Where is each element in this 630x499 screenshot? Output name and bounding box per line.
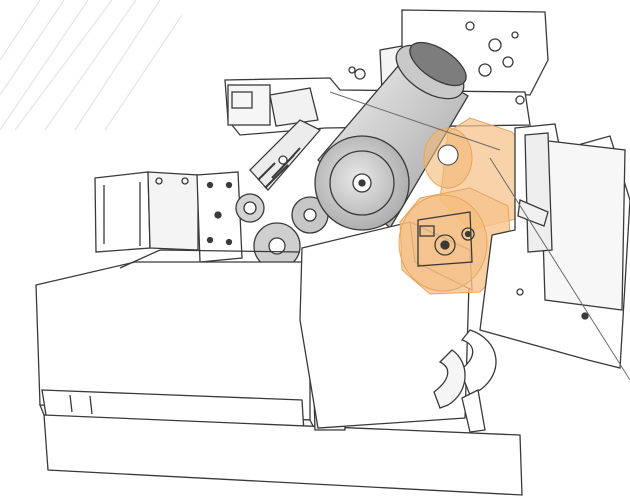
decorative-hatching: [0, 0, 183, 131]
roller-bracket: [417, 211, 475, 267]
diagonal-guide-line: [329, 91, 630, 381]
stepper-motor: [94, 171, 199, 253]
cutter-door: [479, 123, 630, 369]
gear-train: [235, 119, 329, 270]
platen-roller: [314, 41, 469, 231]
cable-bundle: [433, 329, 497, 433]
side-plate: [196, 171, 243, 263]
